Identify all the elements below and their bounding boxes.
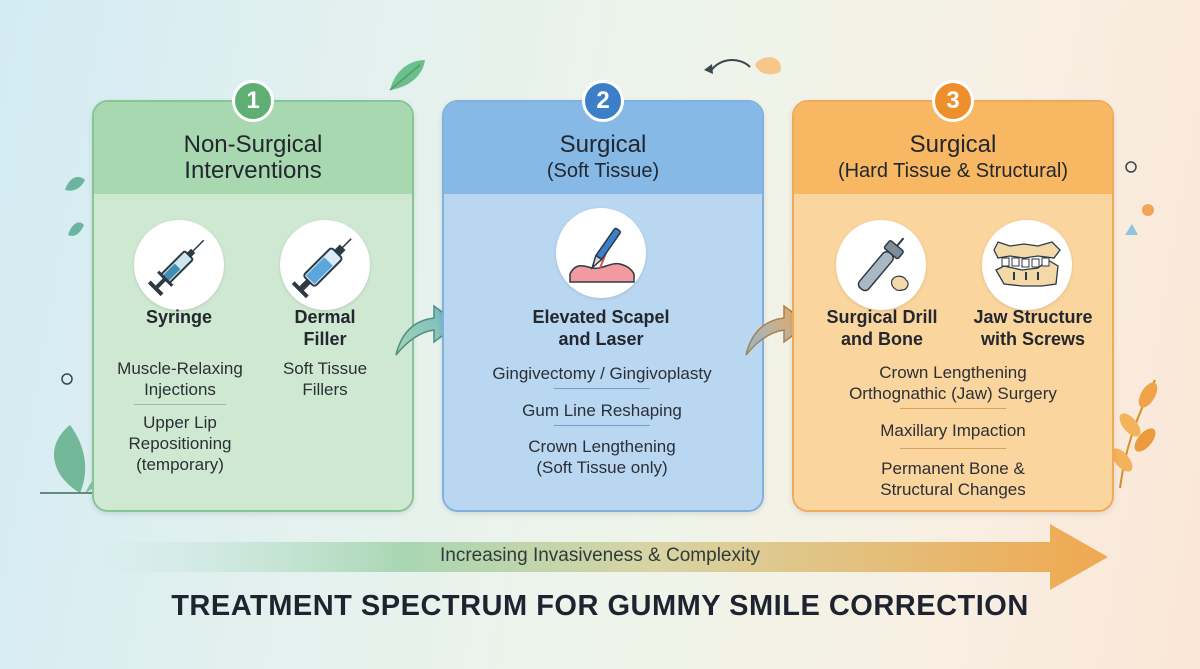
scalpel-laser-icon [556,208,646,298]
step-title-line1: Non-Surgical [183,131,323,158]
icon-label: Surgical Drill and Bone [826,307,938,349]
step-number-badge: 3 [932,80,974,122]
procedure-item: Gum Line Reshaping [522,401,682,420]
shape-decoration-icon [1125,204,1154,235]
procedure-item: Gingivectomy / Gingivoplasty [492,364,712,383]
step-card-non-surgical: 1 Non-Surgical Interventions Syringe [92,80,414,512]
step-title-line2: (Hard Tissue & Structural) [837,160,1069,182]
step-card-hard-tissue: 3 Surgical (Hard Tissue & Structural) Su… [792,80,1114,512]
progress-arrow-label: Increasing Invasiveness & Complexity [440,545,760,566]
step-title: Surgical (Soft Tissue) [444,132,762,184]
invasiveness-progress-arrow [100,524,1108,590]
leaf-decoration-icon [389,60,425,91]
icon-label: Syringe [145,307,213,327]
icon-label: Jaw Structure with Screws [973,307,1093,349]
step-number-badge: 2 [582,80,624,122]
step-number-badge: 1 [232,80,274,122]
dot-decoration-icon [61,373,73,385]
icon-label: Dermal Filler [294,307,356,349]
step-title: Non-Surgical Interventions [94,132,412,184]
icon-label: Elevated Scapel and Laser [532,307,670,349]
leaf-decoration-icon [1111,379,1158,489]
procedure-item: Permanent Bone &Structural Changes [880,459,1026,499]
divider [554,425,650,426]
step-title: Surgical (Hard Tissue & Structural) [794,132,1112,184]
step-card-soft-tissue: 2 Surgical (Soft Tissue) Elevated Scapel… [442,80,764,512]
page-title: TREATMENT SPECTRUM FOR GUMMY SMILE CORRE… [171,590,1029,622]
curved-arrow-icon [704,57,781,75]
step-title-line2: Interventions [184,157,322,184]
divider [554,388,650,389]
step-title-line1: Surgical [559,131,647,158]
divider [134,404,226,405]
divider [900,448,1006,449]
dot-decoration-icon [1125,161,1137,173]
procedure-item: Maxillary Impaction [880,421,1026,440]
step-title-line2: (Soft Tissue) [546,160,660,182]
step-title-line1: Surgical [909,131,997,158]
leaf-decoration-icon [65,177,85,236]
dermal-filler-icon [280,220,370,310]
syringe-icon [134,220,224,310]
procedure-item: Crown Lengthening(Soft Tissue only) [528,437,676,477]
divider [900,408,1006,409]
surgical-drill-icon [836,220,926,310]
jaw-screws-icon [982,220,1072,310]
